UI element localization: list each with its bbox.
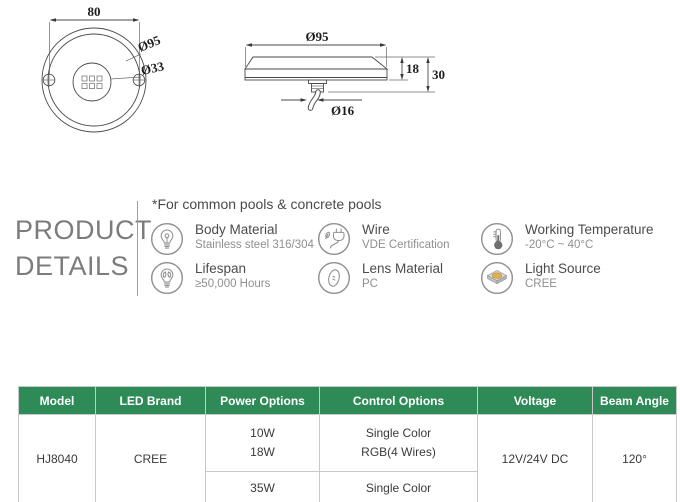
feature-value: Stainless steel 316/304 [195, 239, 314, 251]
feature-title: Lifespan [195, 261, 247, 276]
side-body-height-dimension: 18 [406, 61, 420, 76]
fixture-inner-rim [47, 33, 141, 127]
front-width-dimension: 80 [88, 5, 101, 19]
section-title: PRODUCT DETAILS [15, 212, 152, 284]
cable [307, 89, 321, 111]
column-header-beam-angle: Beam Angle [592, 386, 677, 415]
column-header-led-brand: LED Brand [95, 386, 206, 415]
side-diameter-dimension: Ø95 [305, 29, 329, 44]
feature-title: Lens Material [362, 261, 444, 276]
feature-title: Body Material [195, 222, 278, 237]
feature-light-source: Light Source CREE [480, 261, 601, 295]
thermometer-icon [480, 222, 514, 256]
column-header-power-options: Power Options [205, 386, 320, 415]
eco-bulb-icon [150, 261, 184, 295]
screw-right [132, 73, 146, 87]
table-row: HJ8040 CREE 10W 18W Single Color RGB(4 W… [18, 414, 677, 502]
beam-angle-cell: 120° [592, 414, 677, 502]
feature-title: Working Temperature [525, 222, 654, 237]
column-header-voltage: Voltage [477, 386, 593, 415]
feature-title: Wire [362, 222, 390, 237]
lens-circle [72, 62, 112, 102]
feature-lens-material: Lens Material PC [317, 261, 443, 295]
feature-wire: Wire VDE Certification [317, 222, 450, 256]
power-option: 18W [250, 445, 275, 459]
feature-body-material: Body Material Stainless steel 316/304 [150, 222, 314, 256]
vertical-divider [137, 201, 138, 296]
light-body-top [244, 56, 389, 70]
plug-icon [317, 222, 351, 256]
section-title-line2: DETAILS [15, 251, 130, 281]
power-options-cell-1: 10W 18W [205, 414, 320, 472]
side-total-height-dimension: 30 [432, 67, 445, 82]
feature-title: Light Source [525, 261, 601, 276]
voltage-cell: 12V/24V DC [477, 414, 593, 502]
front-view-drawing: 80 Ø95 Ø33 [41, 5, 166, 133]
feature-value: ≥50,000 Hours [195, 278, 271, 290]
spec-table-container: Model LED Brand Power Options Control Op… [18, 386, 677, 502]
table-row: 35W Single Color [19, 471, 677, 502]
control-options-cell-2: Single Color [319, 471, 478, 502]
control-option: RGB(4 Wires) [361, 445, 436, 459]
front-inner-diameter-label: Ø33 [140, 58, 166, 78]
feature-value: CREE [525, 278, 557, 290]
column-header-control-options: Control Options [319, 386, 478, 415]
light-body-base [244, 68, 388, 81]
feature-working-temperature: Working Temperature -20°C ~ 40°C [480, 222, 654, 256]
power-options-cell-2: 35W [205, 471, 320, 502]
pools-note: *For common pools & concrete pools [152, 196, 382, 212]
led-grid [81, 75, 103, 89]
feature-value: -20°C ~ 40°C [525, 239, 594, 251]
model-cell: HJ8040 [18, 414, 96, 502]
screw-left [42, 73, 56, 87]
lens-icon [317, 261, 351, 295]
feature-value: PC [362, 278, 378, 290]
led-chip-icon [480, 261, 514, 295]
bulb-icon [150, 222, 184, 256]
control-options-cell-1: Single Color RGB(4 Wires) [319, 414, 478, 472]
section-title-line1: PRODUCT [15, 215, 152, 245]
feature-lifespan: Lifespan ≥50,000 Hours [150, 261, 270, 295]
feature-value: VDE Certification [362, 239, 450, 251]
side-view-drawing: Ø95 18 30 [244, 29, 445, 118]
column-header-model: Model [18, 386, 96, 415]
spec-table: Model LED Brand Power Options Control Op… [18, 386, 677, 502]
led-brand-cell: CREE [95, 414, 206, 502]
fixture-outer-rim [41, 27, 147, 133]
power-option: 10W [250, 426, 275, 440]
side-cable-diameter-dimension: Ø16 [331, 103, 355, 118]
control-option: Single Color [365, 426, 432, 440]
